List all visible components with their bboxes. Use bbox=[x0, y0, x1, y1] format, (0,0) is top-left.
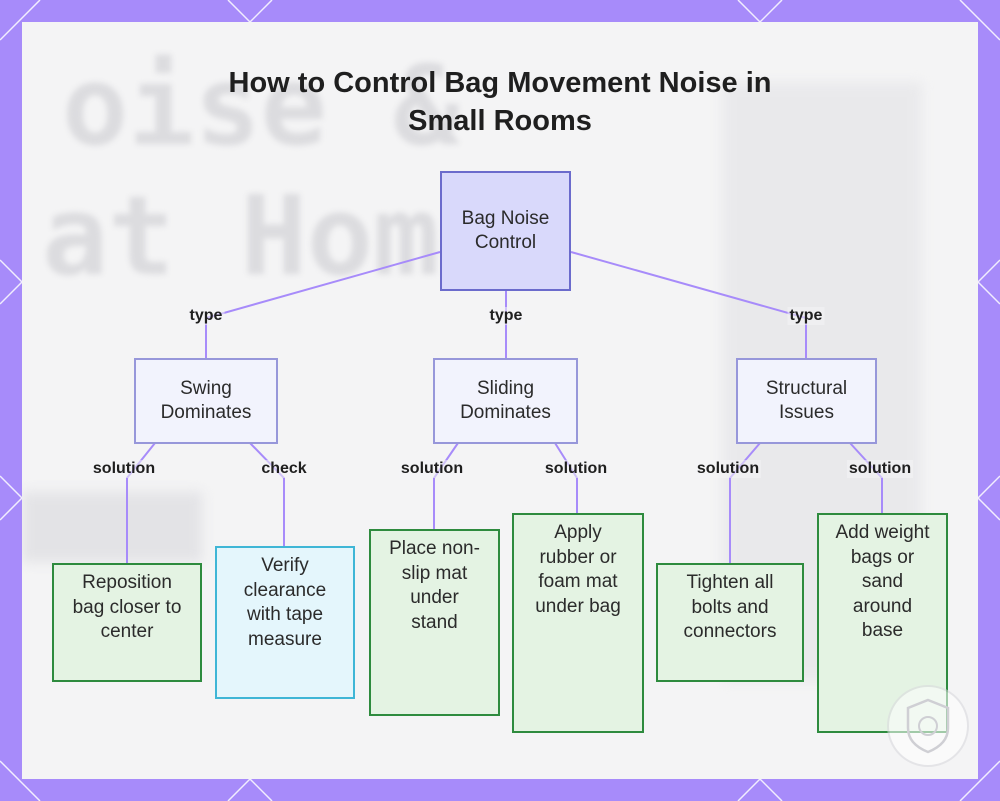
edge-label-solution: solution bbox=[847, 460, 913, 478]
edge-label-type: type bbox=[488, 307, 525, 325]
node-structural-issues[interactable]: Structural Issues bbox=[736, 358, 877, 444]
edge-label-type: type bbox=[188, 307, 225, 325]
edge-label-solution: solution bbox=[543, 460, 609, 478]
edge-label-solution: solution bbox=[695, 460, 761, 478]
edge-root-swing bbox=[206, 252, 440, 358]
edge-swing-verify bbox=[250, 443, 284, 546]
edge-label-type: type bbox=[788, 307, 825, 325]
node-bag-noise-control[interactable]: Bag Noise Control bbox=[440, 171, 571, 291]
node-swing-dominates[interactable]: Swing Dominates bbox=[134, 358, 278, 444]
edge-label-solution: solution bbox=[399, 460, 465, 478]
edge-sliding-placemat bbox=[434, 443, 458, 529]
node-place-non-slip-mat[interactable]: Place non-slip mat under stand bbox=[369, 529, 500, 716]
edge-label-solution: solution bbox=[91, 460, 157, 478]
shield-icon bbox=[884, 682, 972, 770]
edge-root-structural bbox=[571, 252, 806, 358]
node-sliding-dominates[interactable]: Sliding Dominates bbox=[433, 358, 578, 444]
edge-label-check: check bbox=[259, 460, 308, 478]
node-verify-clearance[interactable]: Verify clearance with tape measure bbox=[215, 546, 355, 699]
node-reposition-bag[interactable]: Reposition bag closer to center bbox=[52, 563, 202, 682]
node-apply-rubber-mat[interactable]: Apply rubber or foam mat under bag bbox=[512, 513, 644, 733]
edge-structural-weight bbox=[850, 443, 882, 513]
node-tighten-bolts[interactable]: Tighten all bolts and connectors bbox=[656, 563, 804, 682]
edge-sliding-rubbermat bbox=[555, 443, 577, 513]
